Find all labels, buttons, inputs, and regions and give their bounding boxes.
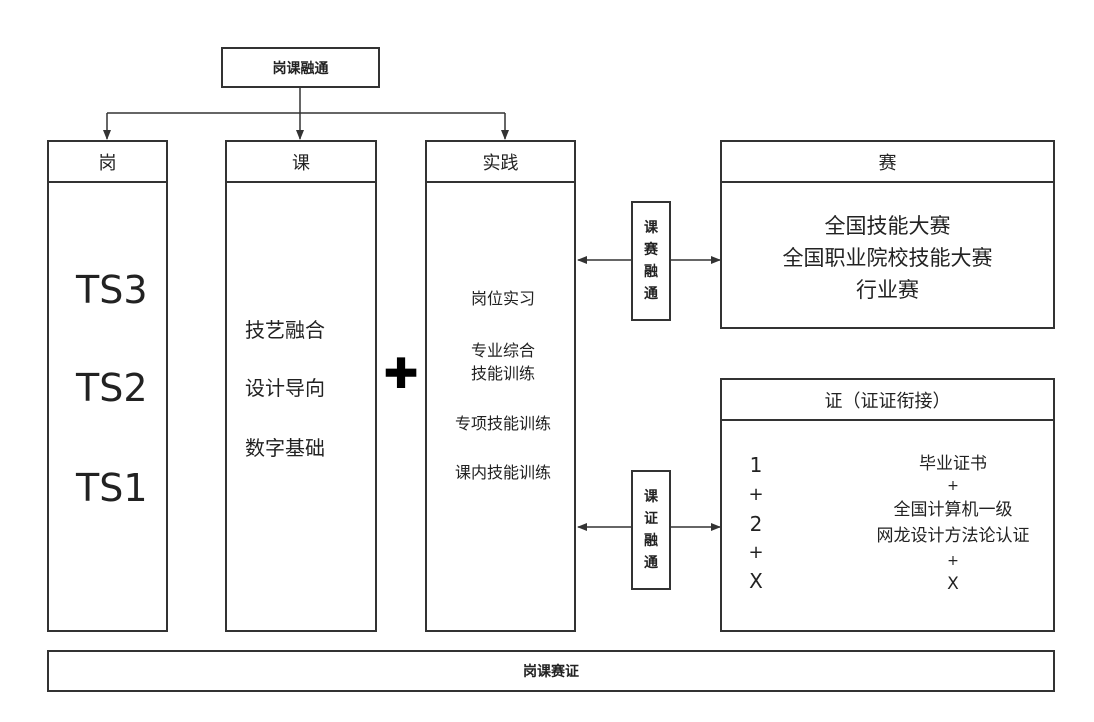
ke-sai-char-4: 通 [644,286,658,302]
shijian-header: 实践 [427,142,574,183]
practice-item-2b: 技能训练 [470,364,535,383]
ke-item-1: 技艺融合 [245,318,325,342]
sai-header: 赛 [722,142,1053,183]
practice-item-1: 岗位实习 [470,289,535,308]
gang-column: 岗 [47,140,168,632]
sai-item-1: 全国技能大赛 [824,214,951,238]
zheng-header: 证（证证衔接） [722,380,1053,421]
practice-item-2a: 专业综合 [470,341,535,360]
cert-left-2: 2 [749,512,763,536]
cert-left-x: X [749,569,763,593]
top-label: 岗课融通 [272,60,329,77]
zheng-box: 证（证证衔接） [720,378,1055,632]
ke-column: 课 [225,140,377,632]
bottom-box: 岗课赛证 [47,650,1055,692]
plus-symbol: ✚ [383,349,419,398]
cert-right-3: 网龙设计方法论认证 [876,526,1030,546]
cert-right-plus-1: + [947,478,959,494]
level-ts3: TS3 [76,268,148,312]
ke-sai-char-1: 课 [644,220,658,236]
cert-right-x: X [947,574,959,594]
ke-item-2: 设计导向 [245,376,325,400]
sai-box: 赛 [720,140,1055,329]
practice-item-4: 课内技能训练 [454,463,551,482]
ke-item-3: 数字基础 [245,436,325,460]
level-ts1: TS1 [76,466,148,510]
cert-right-1: 毕业证书 [919,454,987,474]
ke-zheng-char-4: 通 [644,555,658,571]
top-box: 岗课融通 [221,47,380,88]
ke-sai-char-2: 赛 [644,242,658,258]
ke-sai-connector: 课 赛 融 通 [631,201,671,321]
cert-left-1: 1 [749,453,763,477]
ke-zheng-char-1: 课 [644,489,658,505]
practice-item-3: 专项技能训练 [454,414,551,433]
cert-right-plus-2: + [947,553,959,569]
ke-zheng-char-2: 证 [644,511,658,527]
level-ts2: TS2 [76,366,148,410]
cert-left-plus-1: + [748,484,764,505]
sai-item-3: 行业赛 [856,278,919,302]
ke-sai-char-3: 融 [644,264,658,280]
sai-item-2: 全国职业院校技能大赛 [782,246,993,270]
cert-right-2: 全国计算机一级 [893,500,1013,520]
ke-zheng-connector: 课 证 融 通 [631,470,671,590]
shijian-column: 实践 [425,140,576,632]
bottom-label: 岗课赛证 [523,664,579,680]
cert-left-plus-2: + [748,542,764,563]
gang-header: 岗 [49,142,166,183]
ke-zheng-char-3: 融 [644,533,658,549]
ke-header: 课 [227,142,375,183]
